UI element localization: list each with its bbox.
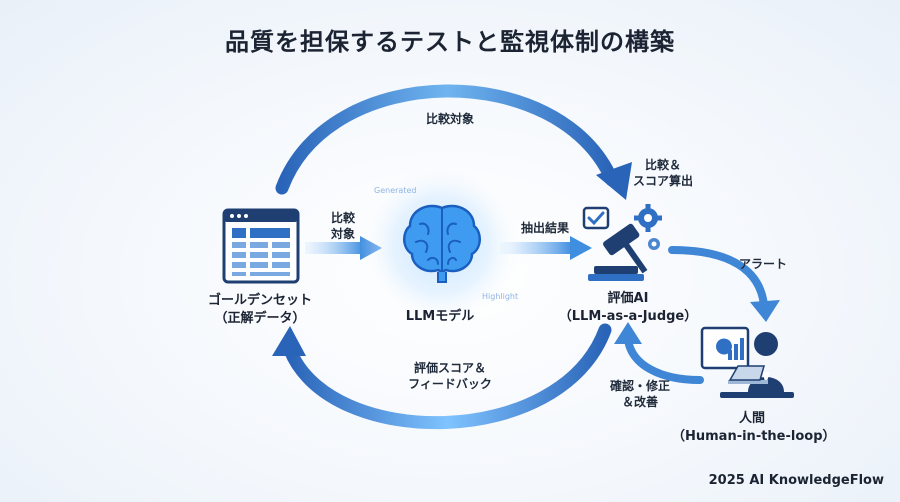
feedback-label: 評価スコア＆ フィードバック xyxy=(385,360,515,392)
top-arc-arrow xyxy=(275,84,619,195)
human-label: 人間 （Human-in-the-loop） xyxy=(672,410,836,445)
golden-set-label: ゴールデンセット （正解データ） xyxy=(190,292,330,327)
review-arrowhead xyxy=(614,322,642,344)
judge-label: 評価AI （LLM-as-a-Judge） xyxy=(553,290,703,325)
top-arc-label: 比較対象 xyxy=(425,112,474,126)
compare-score-label: 比較＆ スコア算出 xyxy=(618,157,708,189)
llm-label: LLMモデル xyxy=(405,309,475,324)
feedback-line1: 評価スコア＆ xyxy=(413,361,486,375)
judge-subtitle: （LLM-as-a-Judge） xyxy=(558,308,698,324)
page-title: 品質を担保するテストと監視体制の構築 xyxy=(225,28,675,56)
human-title: 人間 xyxy=(738,411,765,426)
compare-label: 比較 対象 xyxy=(318,210,368,242)
compare-score-line2: スコア算出 xyxy=(632,174,693,189)
brain-icon xyxy=(403,204,481,283)
feedback-line2: フィードバック xyxy=(408,377,492,392)
bottom-arc-arrow xyxy=(283,323,612,430)
alert-label: アラート xyxy=(738,257,787,271)
review-line2: ＆改善 xyxy=(621,395,658,410)
extract-result-label: 抽出結果 xyxy=(520,221,569,235)
gavel-icon xyxy=(582,204,662,281)
generated-tag: Generated xyxy=(374,186,417,195)
highlight-tag: Highlight xyxy=(482,292,519,301)
judge-title: 評価AI xyxy=(607,291,649,306)
alert-arrowhead xyxy=(750,300,780,322)
review-label: 確認・修正 ＆改善 xyxy=(595,378,685,410)
top-arc-arrowhead xyxy=(596,162,632,200)
person-icon xyxy=(700,326,794,398)
spreadsheet-icon xyxy=(222,208,300,284)
human-subtitle: （Human-in-the-loop） xyxy=(672,428,836,444)
compare-label-line1: 比較 xyxy=(330,211,355,225)
bottom-arc-arrowhead xyxy=(272,326,306,356)
compare-label-line2: 対象 xyxy=(330,227,355,242)
extract-beam-arrowhead xyxy=(570,236,592,260)
compare-score-line1: 比較＆ xyxy=(644,158,681,172)
alert-arrow xyxy=(668,246,768,309)
golden-set-title: ゴールデンセット xyxy=(207,293,312,308)
footer-credit: 2025 AI KnowledgeFlow xyxy=(708,473,884,488)
review-arrow xyxy=(624,336,704,384)
review-line1: 確認・修正 xyxy=(609,379,670,393)
golden-set-subtitle: （正解データ） xyxy=(214,310,306,326)
compare-beam xyxy=(305,242,363,254)
